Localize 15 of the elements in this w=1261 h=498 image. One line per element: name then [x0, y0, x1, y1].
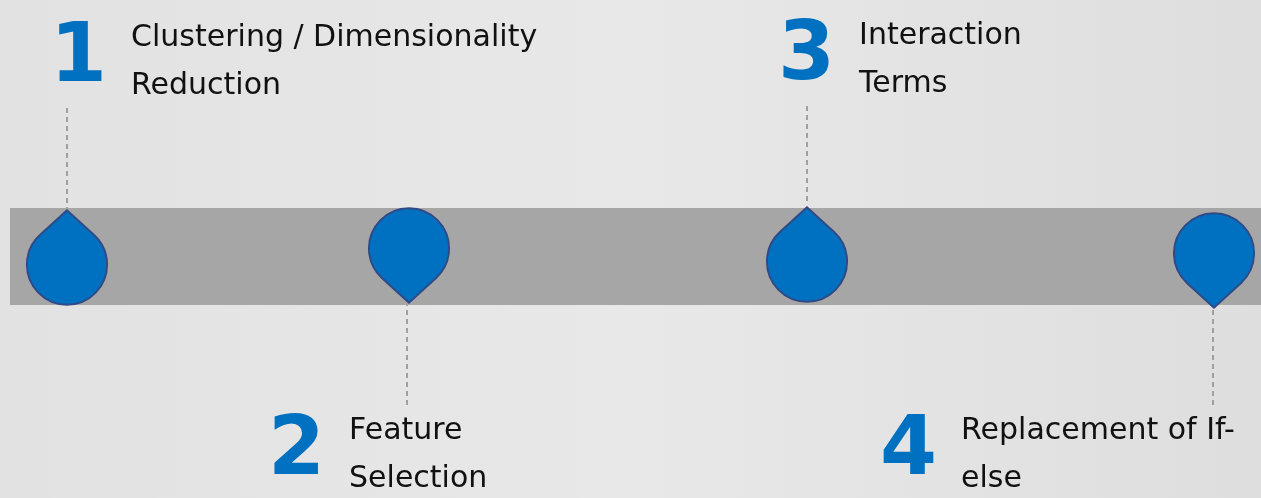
leader-line [406, 304, 408, 406]
step-label: Replacement of If-else [961, 410, 1236, 496]
pin-marker [1172, 211, 1256, 310]
leader-line [1212, 309, 1214, 406]
step-label: Clustering / Dimensionality Reduction [131, 17, 539, 103]
step-number: 4 [880, 405, 938, 487]
step-label: Feature Selection [349, 410, 489, 496]
step-number: 3 [778, 10, 836, 92]
step-label: Interaction Terms [859, 15, 1023, 101]
step-number: 1 [50, 12, 108, 94]
pin-marker [25, 208, 109, 307]
pin-marker [765, 205, 849, 304]
pin-marker [367, 206, 451, 305]
step-number: 2 [268, 405, 326, 487]
leader-line [66, 107, 68, 209]
